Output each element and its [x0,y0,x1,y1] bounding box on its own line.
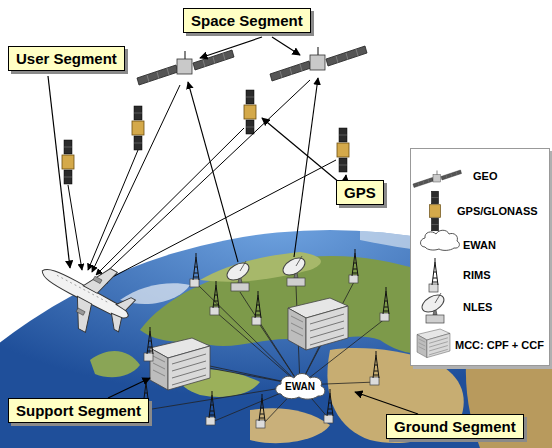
legend-text: NLES [463,301,492,313]
legend-box: GEO GPS/GLONASS EWAN RIMS NLES MCC: CPF + CCF [410,148,550,366]
legend-text: GPS/GLONASS [457,205,538,217]
aircraft [26,241,144,347]
rims-station [256,394,265,428]
rims-station [324,389,333,423]
gps-satellite [337,128,349,172]
rims-station [210,281,219,315]
leader-arrows [48,37,418,414]
geo-satellite [270,46,367,81]
rims-station [144,327,153,361]
segment-label: Ground Segment [386,414,524,439]
segment-name: Space Segment [191,12,303,29]
legend-text: GEO [473,170,497,182]
rims-station [380,287,389,321]
mcc-building [288,298,348,350]
legend-icon [419,291,447,323]
mcc-building [150,338,210,390]
gps-satellite [132,106,144,150]
legend-icon [429,258,438,292]
segment-label: GPS [336,180,384,205]
legend-text: MCC: CPF + CCF [455,339,544,351]
legend-icon [413,170,462,188]
gps-satellite [62,140,74,184]
legend-text: EWAN [463,239,496,251]
legend-icon [417,329,450,358]
segment-name: Support Segment [16,402,141,419]
segment-label: Support Segment [8,398,149,423]
geo-satellite [137,50,234,85]
legend-text: RIMS [463,269,491,281]
rims-station [370,351,379,385]
segment-name: User Segment [16,50,117,67]
legend-icon [430,191,441,231]
rims-station [190,253,199,287]
segment-name: Ground Segment [394,418,516,435]
rims-station [206,391,215,425]
rims-station [252,291,261,325]
nles-dish [280,254,308,286]
uplinks [188,78,318,262]
network-cloud: EWAN [273,372,327,400]
segment-label: User Segment [8,46,125,71]
segment-name: GPS [344,184,376,201]
nles-dish [224,259,252,291]
signal-lines [68,80,336,283]
segment-label: Space Segment [183,8,311,33]
cloud-icon [421,230,460,250]
ewan-links [146,280,386,425]
cloud-label: EWAN [273,372,327,400]
gps-satellite [244,90,256,134]
rims-station [349,249,358,283]
